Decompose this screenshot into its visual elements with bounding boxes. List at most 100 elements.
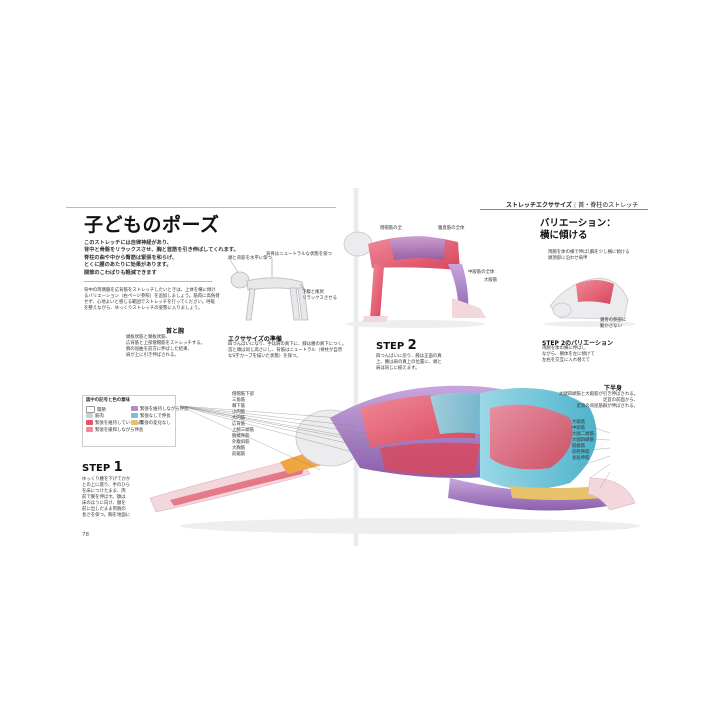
step1-number: 1 — [113, 460, 123, 475]
prep-label-lower: 下腹と尾尻 — [302, 290, 324, 295]
legend-swatch — [86, 406, 95, 413]
lower-muscle-label: 大腿二頭筋 — [572, 432, 594, 437]
top-muscle-label: 大殿筋 — [484, 278, 498, 283]
muscle-label: 大胸筋 — [232, 446, 246, 451]
intro-bold-line: 背中と骨盤をリラックスさせ、胸と首筋を引き伸ばしてくれます。 — [84, 247, 239, 254]
header-rule — [480, 209, 648, 210]
top-labels: 僧帽筋の全 — [380, 226, 402, 232]
muscle-label: 広背筋 — [232, 422, 246, 427]
step1-text-line: との上に座り、手のひら — [82, 483, 131, 488]
variation2-text-line: ながら、胴体を左に傾けて — [542, 352, 595, 357]
muscle-label: 外腹斜筋 — [232, 440, 250, 445]
intro-body-line: るバリエーション（右ページ参照）を追加しましょう。筋肉に高負荷 — [84, 294, 220, 299]
step1-text-line: ゆっくり腰を下げてかか — [82, 477, 131, 482]
variation-title: バリエーション： 横に傾ける — [540, 218, 616, 242]
intro-body-line: を整えながら、ゆっくりストレッチの姿勢に入りましょう。 — [84, 306, 203, 311]
step1-text-line: 前に出したまま両腕の — [82, 507, 126, 512]
prep-text: 四つんばいになり、手は肩の真下に、膝は腰の真下につく。 首と頭は同じ高さにし、背… — [228, 342, 346, 360]
top-muscle-label: 腹直筋の全体 — [438, 226, 465, 231]
legend-swatch — [86, 413, 93, 418]
lower-muscle-label: 中殿筋 — [572, 426, 586, 431]
muscle-label: 三角筋 — [232, 398, 246, 403]
intro-bold: このストレッチには自律神経があり、 背中と骨盤をリラックスさせ、胸と首筋を引き伸… — [84, 240, 239, 277]
legend-box: 図中の記号と色の意味 関節 筋肉 緊張を維持している筋肉 緊張を緩和しながら伸長… — [82, 395, 188, 447]
variation-labels-3: 鎖骨の側部に 動かさない — [600, 318, 626, 330]
main-anatomy-figure — [149, 385, 640, 534]
step2-number: 2 — [407, 338, 417, 353]
legend-label: 緊張なしで伸長 — [140, 414, 171, 419]
section-header-sub: 首・脊柱のストレッチ — [578, 202, 639, 209]
muscle-labels-left: 僧帽筋下部 三角筋 棘下筋 小円筋 大円筋 広背筋 上腕三頭筋 腕橈骨筋 外腹斜… — [232, 392, 254, 458]
step2-text-line: 肩は同じに揃えます。 — [376, 366, 420, 371]
muscle-label: 棘下筋 — [232, 404, 246, 409]
legend-item: 緊張なしで伸長 — [131, 413, 171, 420]
top-labels-2: 腹直筋の全体 — [438, 226, 464, 232]
variation-label: 胸を少し横に傾ける — [590, 250, 630, 255]
legend-label: 緊張を緩和しながら伸長 — [95, 428, 144, 433]
prep-text-line: 四つんばいになり、手は肩の真下に、膝は腰の真下につく。 — [228, 342, 347, 347]
muscle-label: 腕橈骨筋 — [232, 434, 250, 439]
lower-muscle-label: 前脛骨筋 — [572, 450, 590, 455]
step1-text-line: 長さを保つ。胸を地面に — [82, 513, 131, 518]
variation-label: 鎖骨の側部に — [600, 318, 627, 323]
legend-title: 図中の記号と色の意味 — [86, 398, 130, 403]
intro-bold-line: 脊柱の曲や中から臀筋は緊張を和らげ、 — [84, 254, 178, 261]
neck-text-line: 肩が上に引き伸ばされる。 — [126, 353, 179, 358]
step1-prefix: STEP — [82, 463, 111, 474]
step2-heading: STEP 2 — [376, 338, 417, 353]
intro-body-line: せず、心地よいと感じる範囲でストレッチを行ってください。呼吸 — [84, 300, 216, 305]
legend-swatch — [86, 420, 93, 425]
prep-text-line: 首と頭は同じ高さにし、背筋はニュートラル（脊柱が自然 — [228, 348, 343, 353]
variation-label: 動かさない — [600, 324, 622, 329]
legend-item: 緊張を緩和しながら伸長 — [86, 427, 143, 434]
variation-figure — [544, 277, 636, 327]
muscle-label: 僧帽筋下部 — [232, 392, 254, 397]
legend-swatch — [131, 406, 138, 411]
lower-text-line: 足首の前面から、 — [602, 398, 638, 403]
muscle-label: 大円筋 — [232, 416, 246, 421]
step2-prefix: STEP — [376, 341, 405, 352]
step1-text: ゆっくり腰を下げてかか との上に座り、手のひら を床につけたまま、両 前で腕を伸… — [82, 477, 130, 519]
top-muscle-label: 僧帽筋の全 — [380, 226, 402, 231]
step1-text-line: 前で腕を伸ばす。額は — [82, 495, 126, 500]
prep-figure — [229, 258, 309, 321]
legend-item: 関節 — [86, 406, 106, 414]
lower-muscle-label: 腓腹筋 — [572, 444, 586, 449]
muscle-label: 小円筋 — [232, 410, 246, 415]
prep-title: エクササイズの準備 — [228, 336, 282, 343]
legend-item: 筋肉 — [86, 413, 104, 420]
lower-text-line: 足背の背屈筋群が伸ばされる。 — [576, 404, 638, 409]
prep-label-head: 頭と背筋を水平に保つ — [228, 256, 272, 261]
intro-bold-line: このストレッチには自律神経があり、 — [84, 240, 172, 246]
intro-bold-line: 関節のこわばりも軽減できます — [84, 269, 157, 276]
top-muscle-label: 中殿筋の全体 — [468, 270, 495, 275]
variation-label: 両腕を体の横で伸ばし — [548, 250, 592, 255]
variation2-text: 両腕を体の横に伸ばし ながら、胴体を左に傾けて 左右を交互に入れ替えて — [542, 346, 595, 364]
step2-figure — [343, 231, 486, 328]
page-number-left: 78 — [82, 532, 89, 538]
step2-text-line: 四つんばいに戻り、膝は正面の真 — [376, 354, 442, 359]
variation-labels-2: 胸を少し横に傾ける — [590, 250, 630, 256]
muscle-label: 前鋸筋 — [232, 452, 246, 457]
variation2-title: STEP 2のバリエーション — [542, 340, 614, 347]
neck-text-line: 頭板状筋と頸板状筋、 — [126, 335, 170, 340]
legend-label: 関節 — [97, 408, 106, 413]
intro-body: 背中の両側脇を広背筋をストレッチしたいときは、上体を横に傾け るバリエーション（… — [84, 288, 220, 312]
neck-text: 頭板状筋と頸板状筋、 広背筋と上部僧帽筋をストレッチする。 腕の屈曲を前方に伸ば… — [126, 335, 205, 359]
lower-muscle-label: 長趾伸筋 — [572, 456, 590, 461]
prep-label-spine: 背骨はニュートラルな状態を保つ — [266, 252, 332, 257]
lower-muscle-label: 大殿筋 — [572, 420, 586, 425]
top-labels-4: 大殿筋 — [484, 278, 497, 284]
intro-rule — [84, 281, 212, 282]
step1-heading: STEP 1 — [82, 460, 123, 475]
section-header: ストレッチエクササイズ | 首・脊柱のストレッチ — [506, 200, 638, 209]
prep-label-relax: リラックスさせる — [302, 296, 337, 301]
section-header-label: ストレッチエクササイズ — [506, 202, 572, 209]
legend-item: 緊張の変化なし — [131, 420, 171, 427]
lower-title: 下半身 — [604, 385, 623, 392]
top-labels-3: 中殿筋の全体 — [468, 270, 494, 276]
legend-label: 緊張を維持しながら伸長 — [140, 407, 189, 412]
step2-text: 四つんばいに戻り、膝は正面の真 上、腰は肩の真上の位置に、頭と 肩は同じに揃えま… — [376, 354, 442, 372]
prep-text-line: なS字カーブを描いた状態）を保つ。 — [228, 354, 301, 359]
